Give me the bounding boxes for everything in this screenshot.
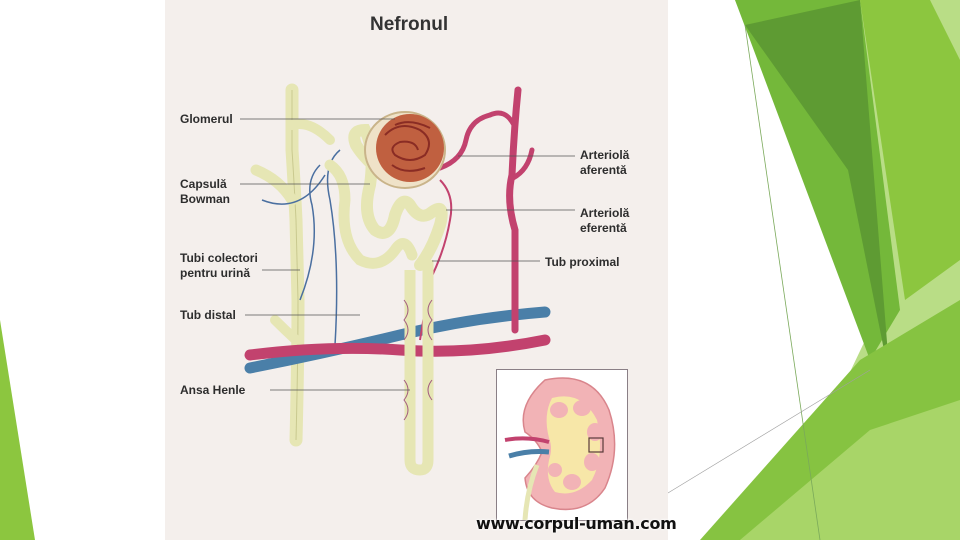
- artery-branch: [510, 147, 535, 181]
- afferent-arteriole: [437, 112, 493, 171]
- deco-shape-left: [0, 320, 35, 540]
- collecting-branch: [250, 164, 298, 206]
- label-capsula-line2: Bowman: [180, 192, 231, 206]
- renal-artery: [504, 436, 550, 444]
- kidney-pyramids: [548, 400, 603, 490]
- henle-capillaries: [403, 299, 433, 421]
- ureter: [522, 464, 540, 520]
- deco-line-2: [639, 369, 871, 511]
- label-capsula-line1: Capsulă: [180, 177, 227, 191]
- artery-ascending: [506, 86, 522, 334]
- deco-shape-bright: [860, 0, 960, 300]
- kidney-illustration: [504, 377, 616, 520]
- deco-shape-dark: [745, 0, 890, 380]
- renal-vein: [508, 449, 550, 459]
- label-aferenta-line2: aferentă: [580, 163, 627, 177]
- glomerulus-texture: [384, 121, 431, 172]
- artery-main: [244, 334, 551, 361]
- vein-main: [244, 306, 551, 374]
- vein-capillary-3: [261, 174, 326, 205]
- distal-tubule: [324, 159, 418, 269]
- deco-shape-bottom-light: [740, 400, 960, 540]
- deco-line: [744, 24, 821, 540]
- label-eferenta-line2: eferentă: [580, 221, 627, 235]
- collecting-duct-outline: [291, 90, 299, 441]
- label-aferenta-line1: Arteriolă: [580, 148, 630, 162]
- figure-title: Nefronul: [370, 14, 449, 35]
- label-tubi-line1: Tubi colectori: [180, 251, 258, 265]
- label-glomerul: Glomerul: [180, 112, 233, 126]
- label-tub-proximal: Tub proximal: [545, 255, 620, 269]
- kidney-inset: [496, 369, 628, 521]
- label-ansa-henle: Ansa Henle: [180, 383, 246, 397]
- loop-of-henle: [404, 260, 434, 476]
- afferent-arteriole-2: [487, 110, 517, 128]
- vein-capillary-2: [299, 164, 321, 301]
- proximal-tubule: [348, 123, 448, 271]
- watermark-text: www.corpul-uman.com: [476, 514, 677, 533]
- label-tub-distal: Tub distal: [180, 308, 236, 322]
- collecting-branch-2: [287, 119, 335, 145]
- label-tubi-line2: pentru urină: [180, 266, 251, 280]
- efferent-arteriole: [419, 179, 453, 341]
- zoom-box: [588, 437, 604, 453]
- collecting-branch-3: [270, 315, 301, 345]
- label-eferenta-line1: Arteriolă: [580, 206, 630, 220]
